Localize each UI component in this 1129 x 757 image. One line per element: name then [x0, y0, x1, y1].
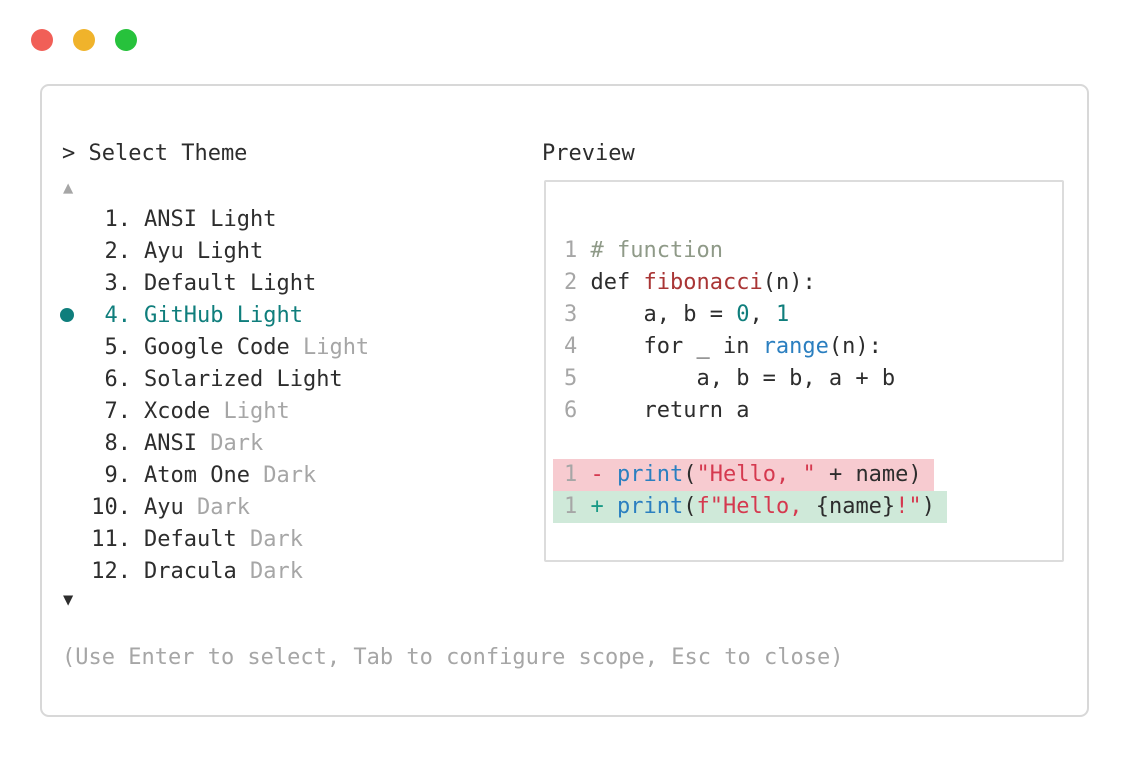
theme-item-number: 8. [104, 430, 132, 456]
theme-item-label: Default Dark [144, 526, 303, 552]
code-line-content: 6 return a [564, 398, 750, 423]
help-text: (Use Enter to select, Tab to configure s… [62, 645, 844, 670]
theme-item-label: Default Light [144, 270, 317, 296]
line-number: 6 [564, 398, 591, 423]
theme-item-7[interactable]: 7. Xcode Light [60, 395, 369, 427]
line-number: 1 [564, 494, 591, 519]
line-number: 5 [564, 366, 591, 391]
theme-item-number: 4. [104, 302, 132, 328]
code-line-content: 1 + print(f"Hello, {name}!") [553, 491, 947, 523]
line-number: 2 [564, 270, 591, 295]
theme-item-label: Ayu Dark [144, 494, 250, 520]
scroll-up-indicator-icon[interactable]: ▲ [63, 178, 74, 198]
theme-item-label: Solarized Light [144, 366, 343, 392]
code-line: 5 a, b = b, a + b [564, 363, 1062, 395]
code-line [564, 427, 1062, 459]
line-number: 1 [564, 238, 591, 263]
theme-item-number: 7. [104, 398, 132, 424]
theme-item-number: 12. [91, 558, 131, 584]
theme-list: 1. ANSI Light 2. Ayu Light 3. Default Light 4.… [60, 203, 369, 587]
scroll-down-indicator-icon[interactable]: ▼ [63, 590, 74, 610]
code-preview: 1 # function 2 def fibonacci(n): 3 a, b = … [546, 182, 1062, 523]
line-number: 1 [564, 462, 591, 487]
theme-item-label: ANSI Dark [144, 430, 264, 456]
theme-item-10[interactable]: 10. Ayu Dark [60, 491, 369, 523]
line-number: 3 [564, 302, 591, 327]
code-line: 6 return a [564, 395, 1062, 427]
theme-item-label: GitHub Light [144, 302, 303, 328]
diff-line-added: 1 + print(f"Hello, {name}!") [553, 491, 1062, 523]
theme-item-2[interactable]: 2. Ayu Light [60, 235, 369, 267]
code-line-content: 3 a, b = 0, 1 [564, 302, 790, 327]
code-line: 1 # function [564, 235, 1062, 267]
code-line-content: 1 - print("Hello, " + name) [553, 459, 934, 491]
theme-item-number: 5. [104, 334, 132, 360]
preview-panel: 1 # function 2 def fibonacci(n): 3 a, b = … [544, 180, 1064, 562]
window-controls [31, 29, 137, 51]
selected-bullet-icon [60, 308, 74, 322]
preview-label: Preview [542, 141, 635, 166]
theme-item-8[interactable]: 8. ANSI Dark [60, 427, 369, 459]
diff-line-removed: 1 - print("Hello, " + name) [553, 459, 1062, 491]
code-line-content: 4 for _ in range(n): [564, 334, 882, 359]
theme-item-label: Google Code Light [144, 334, 370, 360]
theme-item-label: Dracula Dark [144, 558, 303, 584]
theme-item-number: 11. [91, 526, 131, 552]
theme-item-number: 3. [104, 270, 132, 296]
picker-title: > Select Theme [62, 141, 248, 166]
theme-item-6[interactable]: 6. Solarized Light [60, 363, 369, 395]
line-number: 4 [564, 334, 591, 359]
code-line: 4 for _ in range(n): [564, 331, 1062, 363]
theme-item-4[interactable]: 4. GitHub Light [60, 299, 369, 331]
theme-item-number: 6. [104, 366, 132, 392]
code-line-content: 5 a, b = b, a + b [564, 366, 896, 391]
theme-item-label: Xcode Light [144, 398, 290, 424]
theme-item-1[interactable]: 1. ANSI Light [60, 203, 369, 235]
theme-item-label: Atom One Dark [144, 462, 317, 488]
theme-item-11[interactable]: 11. Default Dark [60, 523, 369, 555]
code-line: 2 def fibonacci(n): [564, 267, 1062, 299]
theme-item-3[interactable]: 3. Default Light [60, 267, 369, 299]
theme-item-number: 10. [91, 494, 131, 520]
theme-item-label: Ayu Light [144, 238, 264, 264]
theme-item-12[interactable]: 12. Dracula Dark [60, 555, 369, 587]
theme-item-label: ANSI Light [144, 206, 277, 232]
code-line-content: 1 # function [564, 238, 723, 263]
theme-item-9[interactable]: 9. Atom One Dark [60, 459, 369, 491]
close-button[interactable] [31, 29, 53, 51]
theme-item-5[interactable]: 5. Google Code Light [60, 331, 370, 363]
theme-item-number: 9. [104, 462, 132, 488]
maximize-button[interactable] [115, 29, 137, 51]
minimize-button[interactable] [73, 29, 95, 51]
theme-item-number: 1. [104, 206, 132, 232]
code-line-content: 2 def fibonacci(n): [564, 270, 816, 295]
bullet-cell [60, 308, 91, 322]
code-line: 3 a, b = 0, 1 [564, 299, 1062, 331]
theme-picker-window: > Select Theme Preview ▲ 1. ANSI Light 2. A… [40, 84, 1089, 717]
theme-item-number: 2. [104, 238, 132, 264]
